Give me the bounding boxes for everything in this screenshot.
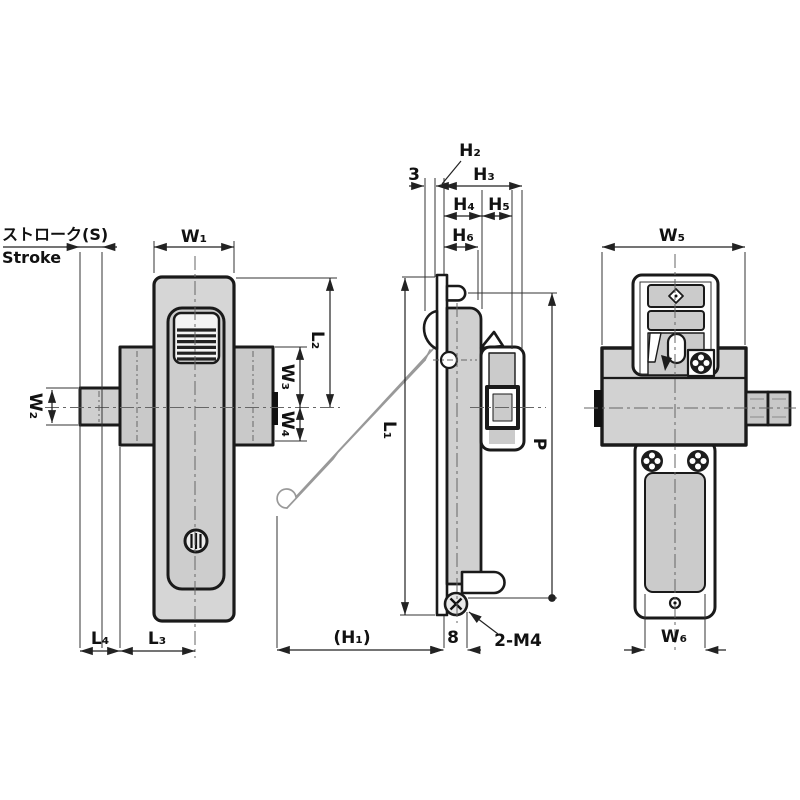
dim-label-l2: L₂ — [307, 331, 327, 349]
handle-grip-closed — [422, 309, 439, 351]
hole-center-dot — [673, 601, 677, 605]
screw-cross-slot — [449, 597, 463, 611]
dim-label-8: 8 — [447, 628, 459, 648]
dim-label-w3: W₃ — [277, 364, 297, 390]
phillips-screw-top — [690, 352, 712, 374]
dim-label-3: 3 — [408, 165, 420, 185]
front-slot — [166, 306, 226, 591]
dim-label-w4: W₄ — [277, 411, 297, 437]
dim-label-h2: H₂ — [459, 141, 481, 161]
push-button — [172, 311, 221, 365]
stroke-label-jp: ストローク(S) — [2, 225, 108, 244]
dim-label-h6: H₆ — [452, 226, 474, 246]
dim-label-w2: W₂ — [25, 393, 45, 419]
dim-label-h3: H₃ — [473, 165, 495, 185]
diamond-center-dot — [674, 294, 678, 298]
latch-case — [445, 306, 483, 586]
labels: ストローク(S) Stroke W₁ W₂ W₃ W₄ L₂ L₄ L₃ 3 H… — [2, 141, 687, 651]
left-flange — [118, 345, 158, 447]
keeper-tab — [272, 392, 278, 425]
mechanism-strip — [647, 332, 662, 363]
latch-bolt-shaft — [78, 386, 122, 427]
open-handle-phantom — [276, 348, 434, 509]
center-lines — [45, 254, 796, 658]
phillips-screw-left — [641, 450, 663, 472]
dim-label-h1: (H₁) — [333, 628, 370, 648]
top-latch-tab — [445, 284, 467, 302]
shaft-hatch — [750, 398, 786, 418]
side-view — [276, 273, 526, 617]
dim-label-h4: H₄ — [453, 195, 475, 215]
screw-note-label: 2-M4 — [494, 631, 542, 651]
phillips-screw-right — [687, 450, 709, 472]
dim-label-h5: H₅ — [488, 195, 510, 215]
rear-view — [594, 273, 792, 620]
dim-label-w1: W₁ — [181, 227, 207, 247]
bottom-latch-tab — [460, 570, 506, 595]
mounting-plate — [435, 273, 449, 617]
stroke-label-en: Stroke — [2, 248, 61, 267]
dim-label-l3: L₃ — [148, 629, 166, 649]
dim-label-p: P — [529, 438, 549, 450]
dimension-lines — [3, 160, 745, 656]
mechanism-capsule — [666, 332, 687, 365]
dim-label-l1: L₁ — [379, 421, 399, 439]
dim-label-w6: W₆ — [661, 627, 687, 647]
housing-inner-top — [488, 352, 516, 388]
dim-label-l4: L₄ — [91, 629, 109, 649]
housing-inner-bottom — [489, 430, 515, 444]
mechanism-pawl — [661, 355, 672, 371]
button-ribs — [177, 328, 216, 361]
upper-panel-2 — [647, 310, 705, 331]
key-slot — [190, 533, 202, 549]
dim-label-w5: W₅ — [659, 226, 685, 246]
front-view — [78, 275, 278, 623]
